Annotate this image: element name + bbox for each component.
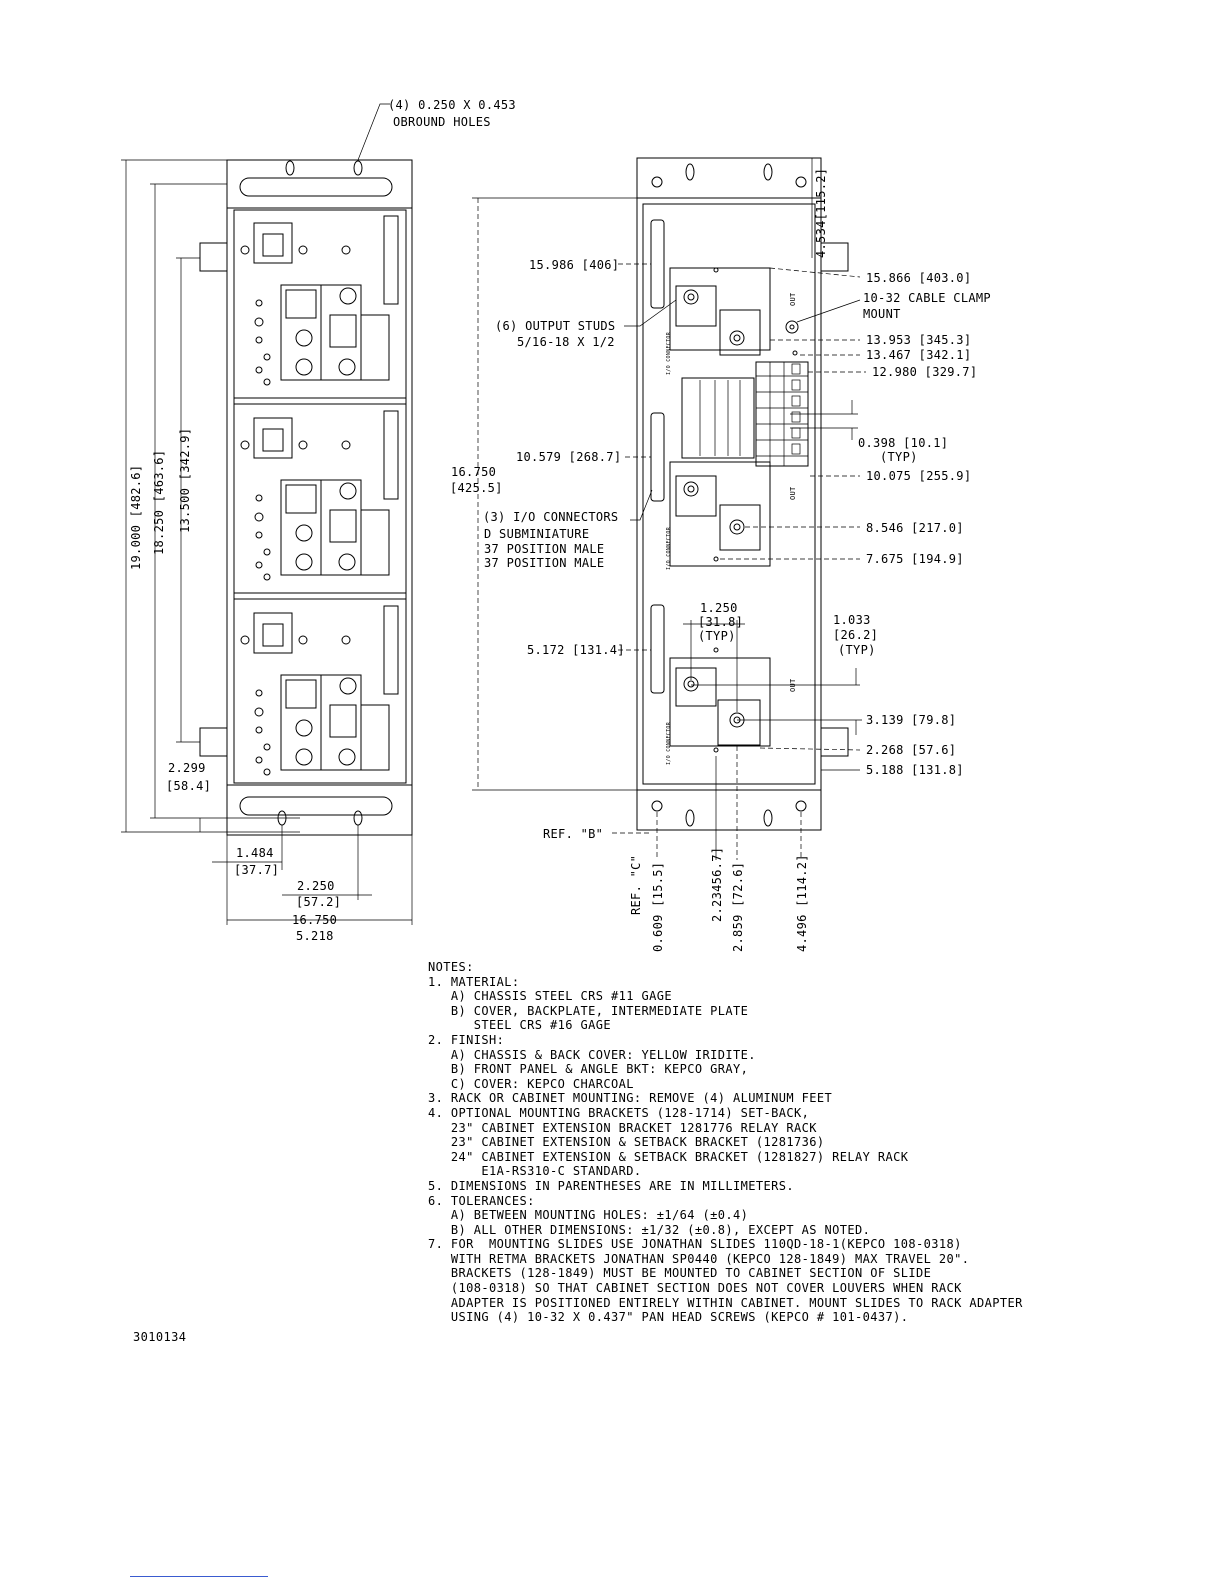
callout-7675: 7.675 [194.9] xyxy=(866,552,964,566)
callout-1033-a: 1.033 xyxy=(833,613,871,627)
dim-4496: 4.496 [114.2] xyxy=(795,854,809,952)
io-connector-label-2: I/O CONNECTOR xyxy=(666,526,672,570)
dim-2234: 2.23456.7] xyxy=(710,847,724,922)
studs-callout-2: 5/16-18 X 1/2 xyxy=(517,335,615,349)
callout-5172: 5.172 [131.4] xyxy=(527,643,625,657)
dim-16750-right-a: 16.750 xyxy=(451,465,496,479)
dim-18250: 18.250 [463.6] xyxy=(152,450,166,555)
notes-block: NOTES:1. MATERIAL: A) CHASSIS STEEL CRS … xyxy=(428,960,1148,1325)
ref-b: REF. "B" xyxy=(543,827,603,841)
clamp-callout-1: 10-32 CABLE CLAMP xyxy=(863,291,991,305)
footer-link-underline xyxy=(130,1576,268,1577)
io-connector-label-1: I/O CONNECTOR xyxy=(666,331,672,375)
dim-2299-b: [58.4] xyxy=(166,779,211,793)
note-line: (108-0318) SO THAT CABINET SECTION DOES … xyxy=(428,1281,962,1296)
note-line: STEEL CRS #16 GAGE xyxy=(428,1018,611,1033)
callout-10579: 10.579 [268.7] xyxy=(516,450,621,464)
note-line: 3. RACK OR CABINET MOUNTING: REMOVE (4) … xyxy=(428,1091,833,1106)
note-line: 23" CABINET EXTENSION & SETBACK BRACKET … xyxy=(428,1135,825,1150)
note-line: NOTES: xyxy=(428,960,474,974)
dim-2299-a: 2.299 xyxy=(168,761,206,775)
dim-1250-b: [31.8] xyxy=(698,615,743,629)
note-line: A) BETWEEN MOUNTING HOLES: ±1/64 (±0.4) xyxy=(428,1208,749,1223)
dim-16750-right-b: [425.5] xyxy=(450,481,503,495)
callout-1033-b: [26.2] xyxy=(833,628,878,642)
dim-2250-b: [57.2] xyxy=(296,895,341,909)
left-module-1 xyxy=(240,215,399,386)
callout-5188: 5.188 [131.8] xyxy=(866,763,964,777)
callout-3139: 3.139 [79.8] xyxy=(866,713,956,727)
note-line: 2. FINISH: xyxy=(428,1032,505,1047)
output-module-3: OUT xyxy=(669,647,797,753)
note-line: B) FRONT PANEL & ANGLE BKT: KEPCO GRAY, xyxy=(428,1062,749,1077)
io-callout-2: D SUBMINIATURE xyxy=(484,527,589,541)
note-line: BRACKETS (128-1849) MUST BE MOUNTED TO C… xyxy=(428,1266,932,1281)
out-label-1: OUT xyxy=(789,292,797,306)
holes-note-line-1: (4) 0.250 X 0.453 xyxy=(388,98,516,112)
holes-note-line-2: OBROUND HOLES xyxy=(393,115,491,129)
io-callout-1: (3) I/O CONNECTORS xyxy=(483,510,618,524)
note-line: 23" CABINET EXTENSION BRACKET 1281776 RE… xyxy=(428,1120,817,1135)
callout-8546: 8.546 [217.0] xyxy=(866,521,964,535)
output-module-2: OUT xyxy=(669,461,797,567)
note-line: 24" CABINET EXTENSION & SETBACK BRACKET … xyxy=(428,1149,909,1164)
io-connector-label-3: I/O CONNECTOR xyxy=(666,721,672,765)
callout-13467: 13.467 [342.1] xyxy=(866,348,971,362)
note-line: C) COVER: KEPCO CHARCOAL xyxy=(428,1076,634,1091)
dim-1250-a: 1.250 xyxy=(700,601,738,615)
note-line: USING (4) 10-32 X 0.437" PAN HEAD SCREWS… xyxy=(428,1310,909,1325)
io-callout-3: 37 POSITION MALE xyxy=(484,542,604,556)
note-line: A) CHASSIS & BACK COVER: YELLOW IRIDITE. xyxy=(428,1047,756,1062)
note-line: ADAPTER IS POSITIONED ENTIRELY WITHIN CA… xyxy=(428,1295,1023,1310)
note-line: B) COVER, BACKPLATE, INTERMEDIATE PLATE xyxy=(428,1003,749,1018)
ref-c: REF. "C" xyxy=(629,855,643,915)
note-line: 6. TOLERANCES: xyxy=(428,1193,535,1208)
dim-4534: 4.534[115.2] xyxy=(814,168,828,258)
right-rear-view: I/O CONNECTOR I/O CONNECTOR I/O CONNECTO… xyxy=(450,157,991,952)
dim-1484-b: [37.7] xyxy=(234,863,279,877)
io-callout-4: 37 POSITION MALE xyxy=(484,556,604,570)
callout-0398: 0.398 [10.1] xyxy=(858,436,948,450)
callout-13953: 13.953 [345.3] xyxy=(866,333,971,347)
note-line: E1A-RS310-C STANDARD. xyxy=(428,1164,642,1179)
left-module-2 xyxy=(240,410,399,581)
studs-callout-1: (6) OUTPUT STUDS xyxy=(495,319,615,333)
out-label-2: OUT xyxy=(789,486,797,500)
callout-12980: 12.980 [329.7] xyxy=(872,365,977,379)
callout-1033-c: (TYP) xyxy=(838,643,876,657)
dim-13500: 13.500 [342.9] xyxy=(178,428,192,533)
dim-19000: 19.000 [482.6] xyxy=(129,465,143,570)
note-line: 7. FOR MOUNTING SLIDES USE JONATHAN SLID… xyxy=(428,1237,962,1252)
note-line: A) CHASSIS STEEL CRS #11 GAGE xyxy=(428,989,672,1004)
nameplate xyxy=(681,361,809,467)
dim-1484-a: 1.484 xyxy=(236,846,274,860)
dim-5218: 5.218 xyxy=(296,929,334,943)
callout-10075: 10.075 [255.9] xyxy=(866,469,971,483)
dim-0609: 0.609 [15.5] xyxy=(651,862,665,952)
note-line: B) ALL OTHER DIMENSIONS: ±1/32 (±0.8), E… xyxy=(428,1222,871,1237)
callout-15866: 15.866 [403.0] xyxy=(866,271,971,285)
note-line: 1. MATERIAL: xyxy=(428,974,520,989)
left-front-view: (4) 0.250 X 0.453 OBROUND HOLES 19.000 [… xyxy=(121,98,516,943)
left-module-3 xyxy=(240,605,399,776)
dim-2250-a: 2.250 xyxy=(297,879,335,893)
dim-16750-bottom: 16.750 xyxy=(292,913,337,927)
callout-0398-typ: (TYP) xyxy=(880,450,918,464)
note-line: 4. OPTIONAL MOUNTING BRACKETS (128-1714)… xyxy=(428,1105,810,1120)
callout-15986: 15.986 [406] xyxy=(529,258,619,272)
dim-1250-c: (TYP) xyxy=(698,629,736,643)
dim-2859: 2.859 [72.6] xyxy=(731,862,745,952)
note-line: 5. DIMENSIONS IN PARENTHESES ARE IN MILL… xyxy=(428,1178,794,1193)
clamp-callout-2: MOUNT xyxy=(863,307,901,321)
note-line: WITH RETMA BRACKETS JONATHAN SP0440 (KEP… xyxy=(428,1251,970,1266)
document-number: 3010134 xyxy=(133,1330,187,1344)
callout-2268: 2.268 [57.6] xyxy=(866,743,956,757)
output-module-1: OUT xyxy=(669,267,799,356)
